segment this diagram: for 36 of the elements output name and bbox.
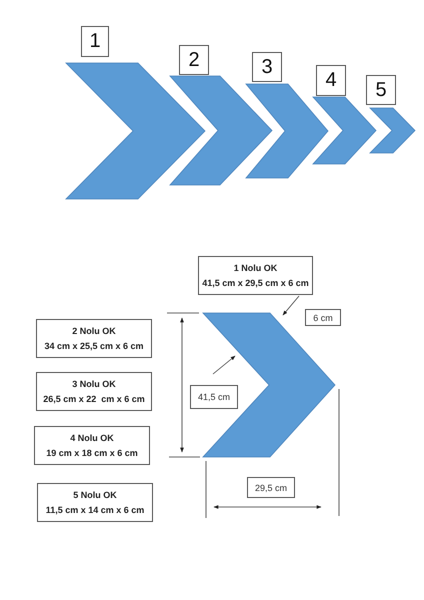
box-heading: 1 Nolu OK: [234, 262, 278, 273]
number-box: [366, 75, 396, 105]
number-label: 3: [261, 56, 273, 78]
info-box: [198, 256, 313, 295]
dimension-text: 34 cm x 25,5 cm x 6 cm: [44, 341, 144, 352]
number-label: 4: [325, 69, 337, 92]
number-label: 5: [375, 78, 387, 102]
dimension-text: 29,5 cm: [254, 482, 287, 492]
dimension-text: 6 cm: [313, 312, 333, 322]
box-heading: 5 Nolu OK: [73, 490, 117, 500]
info-box: [37, 483, 153, 522]
dimension-box: [305, 309, 341, 326]
dimension-text: 19 cm x 18 cm x 6 cm: [46, 448, 138, 458]
dimension-text: 26,5 cm x 22 cm x 6 cm: [43, 394, 145, 404]
chevron-shape: [370, 108, 415, 153]
box-heading: 4 Nolu OK: [70, 432, 114, 443]
chevron-shape: [246, 84, 328, 178]
number-box: [252, 52, 282, 82]
box-heading: 3 Nolu OK: [72, 378, 116, 389]
box-heading: 2 Nolu OK: [72, 326, 116, 336]
number-box: [316, 65, 346, 96]
number-label: 1: [89, 30, 101, 53]
info-box: [34, 426, 150, 465]
info-box: [36, 372, 152, 411]
leader-line: [282, 296, 300, 316]
dimension-text: 41,5 cm x 29,5 cm x 6 cm: [202, 278, 309, 288]
dimension-text: 11,5 cm x 14 cm x 6 cm: [46, 505, 144, 516]
number-label: 2: [188, 48, 200, 72]
number-box: [81, 26, 109, 57]
chevron-shape: [170, 76, 272, 185]
info-box: [36, 319, 152, 358]
number-box: [179, 45, 209, 75]
chevron-shape: [313, 97, 376, 164]
dimension-box: [247, 477, 295, 498]
dimension-box: [190, 385, 238, 409]
dimension-text: 41,5 cm: [198, 392, 230, 402]
